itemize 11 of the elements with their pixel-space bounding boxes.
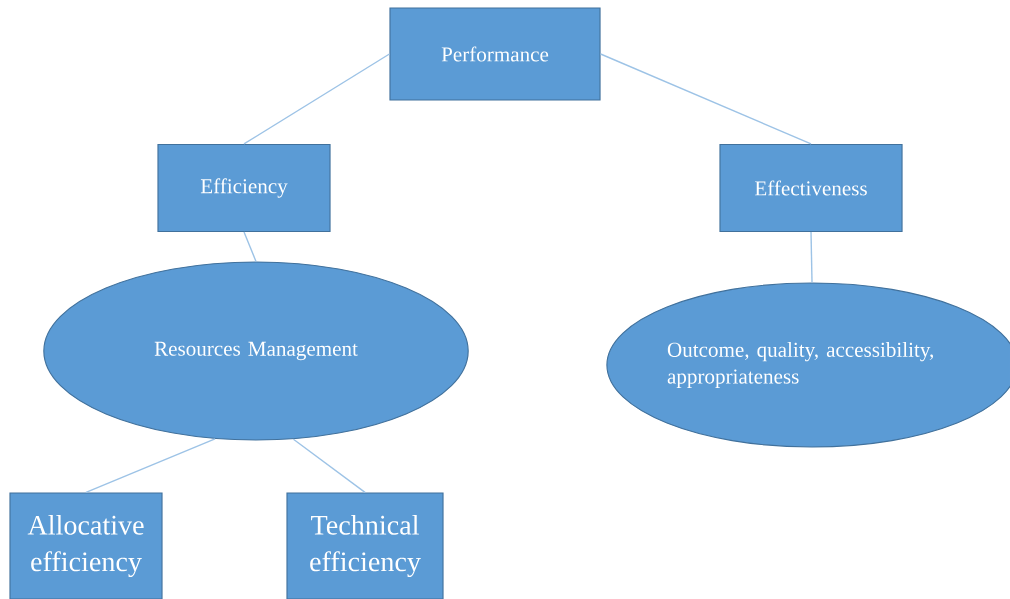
connector-line — [599, 53, 812, 145]
process-box: Performance — [389, 7, 601, 101]
connector-line — [243, 231, 257, 263]
connector-line — [810, 231, 813, 284]
connector-line — [243, 53, 391, 145]
connector-line — [292, 438, 366, 494]
process-box: Allocative efficiency — [9, 492, 163, 599]
process-box: Technical efficiency — [286, 492, 444, 599]
process-box: Effectiveness — [719, 143, 903, 233]
connector-line — [85, 438, 216, 494]
process-box: Efficiency — [157, 143, 331, 233]
